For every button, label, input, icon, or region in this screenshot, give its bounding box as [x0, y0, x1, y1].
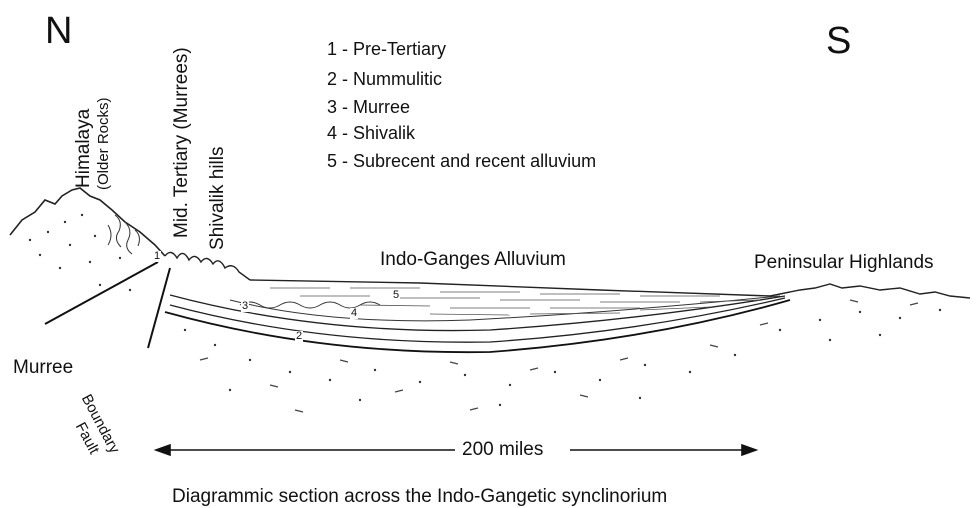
legend-item-2: 2 - Nummulitic — [327, 70, 442, 88]
murree-thrust-line — [45, 262, 158, 324]
shivalik-hills-top — [165, 252, 250, 280]
rock-stipple — [29, 214, 941, 406]
legend-item-5: 5 - Subrecent and recent alluvium — [327, 152, 596, 170]
north-label: N — [45, 12, 72, 50]
layer-number-3: 3 — [241, 301, 249, 312]
legend-item-1: 1 - Pre-Tertiary — [327, 40, 446, 58]
alluvium-surface — [250, 280, 790, 296]
scale-label: 200 miles — [462, 440, 543, 459]
layer-number-2: 2 — [295, 331, 303, 342]
south-label: S — [826, 22, 851, 60]
layer-number-1: 1 — [153, 251, 161, 262]
peninsular-outline — [770, 284, 970, 298]
legend-item-3: 3 - Murree — [327, 98, 410, 116]
himalaya-label: Himalaya — [74, 109, 93, 188]
diagram-caption: Diagrammic section across the Indo-Gange… — [172, 487, 667, 506]
peninsular-label: Peninsular Highlands — [754, 253, 934, 272]
boundary-fault-line — [148, 268, 170, 348]
himalaya-outline — [10, 188, 165, 256]
murree-label: Murree — [13, 358, 73, 377]
shivalik-hills-label: Shivalik hills — [208, 147, 227, 250]
legend-item-4: 4 - Shivalik — [327, 124, 415, 142]
rock-dashes — [200, 300, 918, 412]
layer-number-5: 5 — [392, 290, 400, 301]
mid-tertiary-label: Mid. Tertiary (Murrees) — [172, 47, 191, 238]
layer-number-4: 4 — [350, 308, 358, 319]
indo-ganges-label: Indo-Ganges Alluvium — [380, 250, 566, 269]
scale-arrow — [156, 445, 756, 455]
older-rocks-label: (Older Rocks) — [96, 97, 111, 190]
